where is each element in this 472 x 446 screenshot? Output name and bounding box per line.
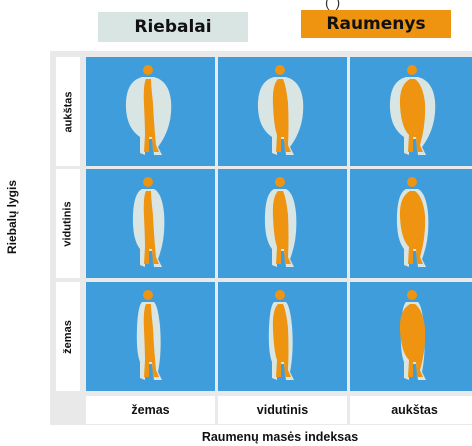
head <box>407 177 417 187</box>
grid-cell <box>218 57 347 166</box>
head <box>407 290 417 300</box>
grid-cell <box>350 169 472 278</box>
legend-fat: Riebalai <box>98 12 248 42</box>
x-axis-title: Raumenų masės indeksas <box>130 430 430 444</box>
legend-muscle: Raumenys <box>301 10 451 38</box>
grid-cell <box>86 57 215 166</box>
head <box>275 290 285 300</box>
grid-cell <box>350 282 472 391</box>
head <box>275 177 285 187</box>
grid-cell <box>350 57 472 166</box>
row-label-low: žemas <box>56 282 80 391</box>
column-label-high: aukštas <box>350 396 472 424</box>
head <box>143 290 153 300</box>
head <box>143 65 153 75</box>
grid-cell <box>86 282 215 391</box>
head <box>143 177 153 187</box>
column-label-medium: vidutinis <box>218 396 347 424</box>
head <box>407 65 417 75</box>
cropped-title-fragment: ( ) <box>325 0 341 10</box>
column-label-low: žemas <box>86 396 215 424</box>
y-axis-title: Riebalų lygis <box>5 169 19 265</box>
grid-cell <box>218 282 347 391</box>
head <box>275 65 285 75</box>
grid-cell <box>218 169 347 278</box>
row-label-high: aukštas <box>56 57 80 166</box>
grid-cell <box>86 169 215 278</box>
row-label-medium: vidutinis <box>56 169 80 278</box>
